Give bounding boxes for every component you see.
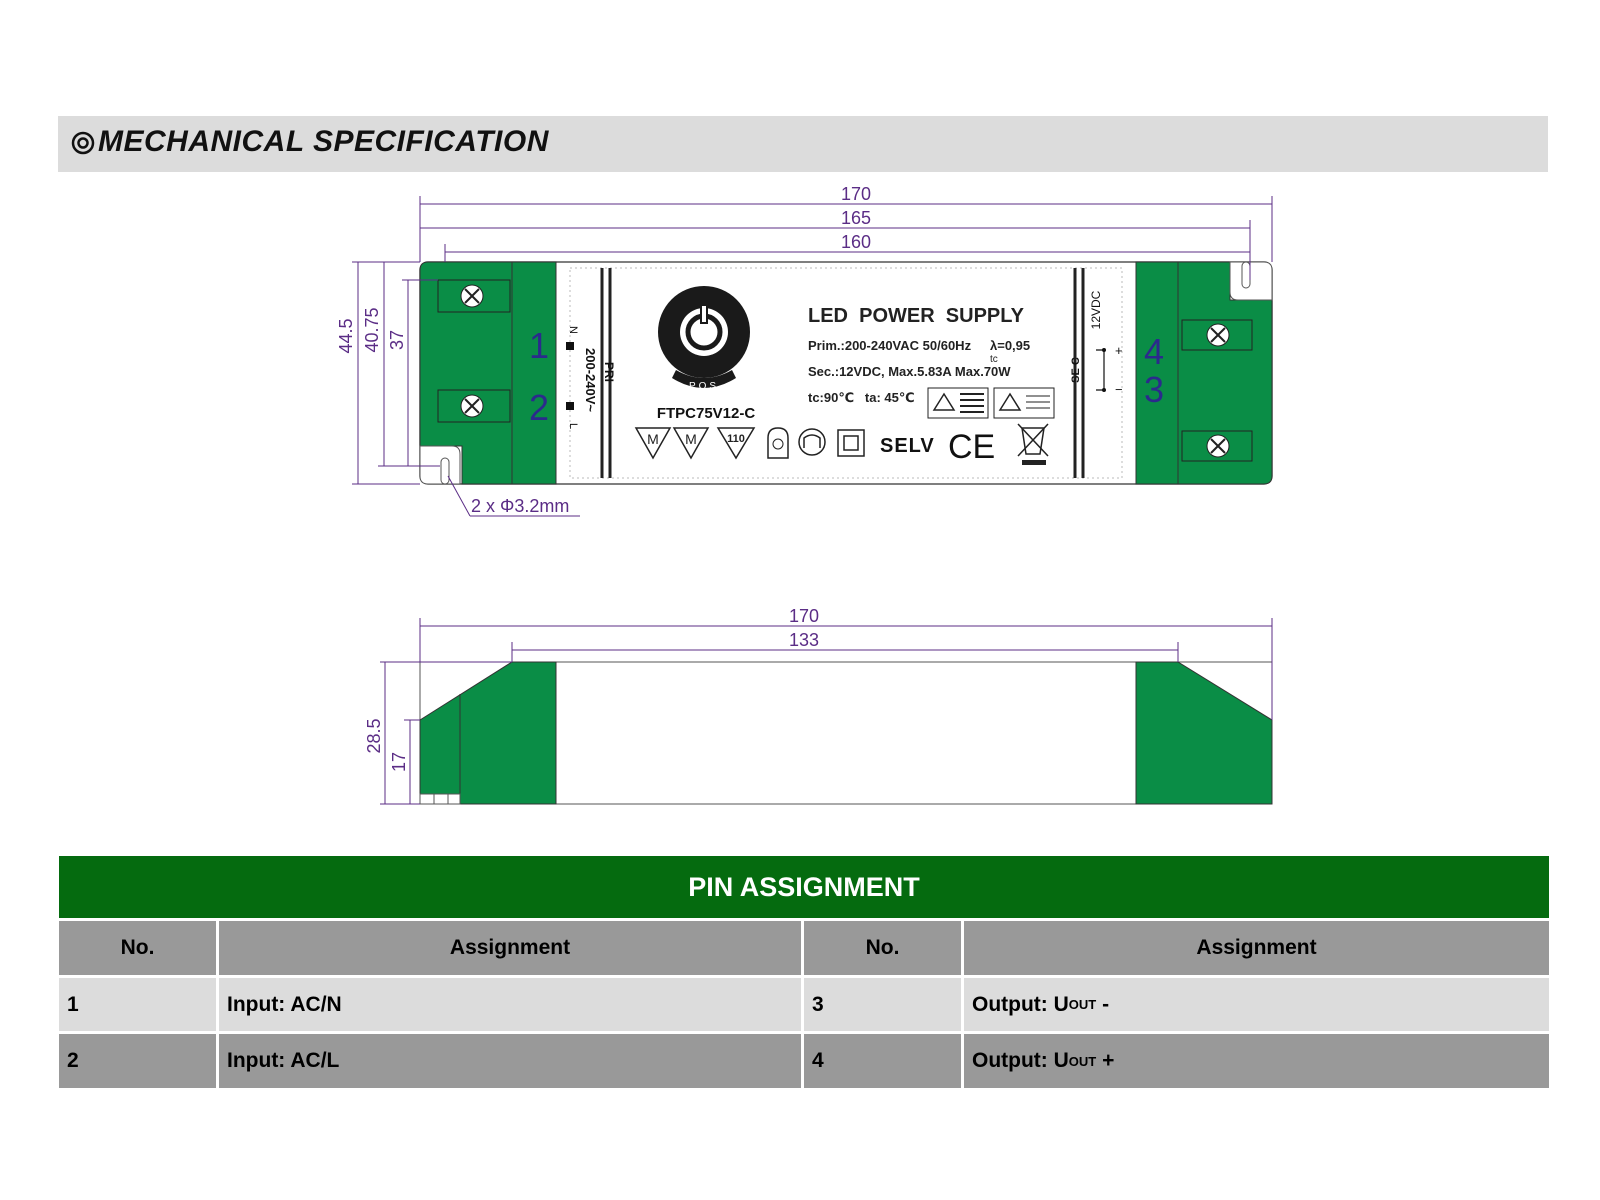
pin-assignment: Input: AC/N — [219, 978, 804, 1031]
terminal-number-2: 2 — [529, 387, 549, 428]
screw-terminal-1 — [437, 279, 511, 313]
pos-logo: POS — [658, 286, 750, 392]
dim-top-165: 165 — [841, 208, 871, 228]
terminal-number-3: 3 — [1144, 369, 1164, 410]
dim-top-170: 170 — [841, 184, 871, 204]
hole-diameter-note: 2 x Φ3.2mm — [471, 496, 569, 516]
side-right-block — [1135, 661, 1273, 805]
svg-text:M: M — [647, 431, 659, 447]
mount-notch-right — [1229, 261, 1273, 301]
l-mark: L — [567, 423, 579, 429]
certification-mark-2 — [993, 387, 1055, 419]
side-case-body — [419, 661, 1273, 805]
svg-text:110: 110 — [727, 433, 745, 445]
weee-bin-icon — [1017, 423, 1049, 465]
label-prim: Prim.:200-240VAC 50/60Hz — [808, 338, 972, 353]
mount-notch-left — [419, 445, 461, 485]
dim-side-height-28-5: 28.5 — [364, 718, 384, 753]
left-terminal-block — [419, 261, 557, 485]
dim-side-height-17: 17 — [389, 752, 409, 772]
pin-assignment: Input: AC/L — [219, 1034, 804, 1088]
n-mark: N — [567, 326, 579, 334]
dim-side-170: 170 — [789, 606, 819, 626]
side-left-block — [419, 661, 557, 805]
dim-side-133: 133 — [789, 630, 819, 650]
certification-mark-1 — [927, 387, 989, 419]
pin-assignment-table: PIN ASSIGNMENT No. Assignment No. Assign… — [59, 856, 1549, 1088]
label-title: LED POWER SUPPLY — [808, 305, 1025, 327]
pin-number: 3 — [804, 978, 964, 1031]
dim-height-37: 37 — [387, 330, 407, 350]
m-mark-icon-2: M — [672, 427, 710, 460]
circle-target-icon — [71, 131, 95, 155]
label-area — [569, 267, 1123, 479]
header-assignment: Assignment — [219, 921, 804, 975]
screw-terminal-2 — [437, 389, 511, 423]
dim-top-160: 160 — [841, 232, 871, 252]
input-range: 200-240V~ — [583, 348, 598, 412]
header-assignment: Assignment — [964, 921, 1549, 975]
terminal-number-4: 4 — [1144, 331, 1164, 372]
temperature-110-icon: 110 — [716, 427, 756, 460]
model-number: FTPC75V12-C — [657, 405, 756, 422]
class-ii-icon — [837, 429, 865, 457]
plus-sign: + — [1115, 343, 1123, 358]
table-header-row: No. Assignment No. Assignment — [59, 918, 1549, 975]
side-view: 170 133 28.5 17 — [364, 606, 1273, 805]
screw-terminal-4 — [1181, 319, 1253, 351]
sec-tag: SE C — [1070, 357, 1082, 383]
top-view: 1 2 4 3 PRI 200-240V~ N L SE C 12VDC + − — [336, 184, 1273, 517]
m-mark-icon-1: M — [634, 427, 672, 460]
mechanical-drawing: 1 2 4 3 PRI 200-240V~ N L SE C 12VDC + − — [336, 184, 1273, 805]
svg-text:M: M — [685, 431, 697, 447]
pos-text: POS — [689, 381, 719, 392]
pin-number: 1 — [59, 978, 219, 1031]
header-no: No. — [59, 921, 219, 975]
pin-assignment-title: PIN ASSIGNMENT — [59, 856, 1549, 918]
selv-mark: SELV — [880, 435, 935, 457]
minus-sign: − — [1115, 382, 1123, 397]
dim-height-44-5: 44.5 — [336, 318, 356, 353]
lamp-symbol-icon — [767, 427, 789, 459]
label-tc-sub: tc — [990, 354, 998, 365]
terminal-number-1: 1 — [529, 325, 549, 366]
label-temps: tc:90℃ ta: 45℃ — [808, 390, 915, 405]
pri-tag: PRI — [602, 362, 616, 382]
section-title: MECHANICAL SPECIFICATION — [98, 125, 549, 158]
header-no: No. — [804, 921, 964, 975]
section-header: MECHANICAL SPECIFICATION — [58, 116, 1548, 172]
label-sec: Sec.:12VDC, Max.5.83A Max.70W — [808, 364, 1011, 379]
output-voltage-label: 12VDC — [1089, 290, 1103, 329]
luminaire-symbol-icon — [798, 428, 826, 456]
label-lambda: λ=0,95 — [990, 338, 1030, 353]
ce-mark: CE — [948, 428, 995, 466]
side-view-dimensions: 170 133 28.5 17 — [364, 606, 1273, 805]
pin-number: 4 — [804, 1034, 964, 1088]
dim-height-40-75: 40.75 — [362, 307, 382, 352]
top-view-dimensions: 170 165 160 44.5 40.75 37 2 x Φ3.2mm — [336, 184, 1273, 517]
screw-terminal-3 — [1181, 430, 1253, 462]
pin-number: 2 — [59, 1034, 219, 1088]
